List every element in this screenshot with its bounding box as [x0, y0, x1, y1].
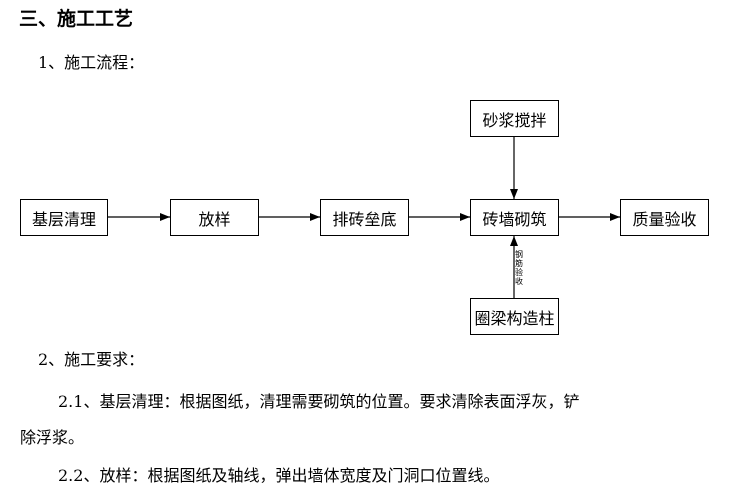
flow-box-brick-laying: 砖墙砌筑 — [470, 199, 559, 236]
rebar-check-label: 钢 筋 验 收 — [515, 250, 523, 286]
requirement-2-1-line1: 2.1、基层清理：根据图纸，清理需要砌筑的位置。要求清除表面浮灰，铲 — [58, 392, 580, 411]
subsection-flow-title: 1、施工流程： — [38, 53, 145, 72]
flow-box-mortar-mixing: 砂浆搅拌 — [470, 100, 559, 137]
flow-box-foundation-clean: 基层清理 — [20, 199, 108, 236]
flow-box-layout: 放样 — [170, 199, 259, 236]
flow-box-ring-beam: 圈梁构造柱 — [470, 298, 559, 335]
flow-box-brick-bedding: 排砖垒底 — [320, 199, 409, 236]
section-title: 三、施工工艺 — [19, 8, 134, 30]
flow-box-quality-check: 质量验收 — [620, 199, 709, 236]
requirement-2-1-line2: 除浮浆。 — [20, 428, 85, 447]
subsection-requirements-title: 2、施工要求： — [38, 350, 145, 369]
requirement-2-2: 2.2、放样：根据图纸及轴线，弹出墙体宽度及门洞口位置线。 — [58, 466, 500, 485]
